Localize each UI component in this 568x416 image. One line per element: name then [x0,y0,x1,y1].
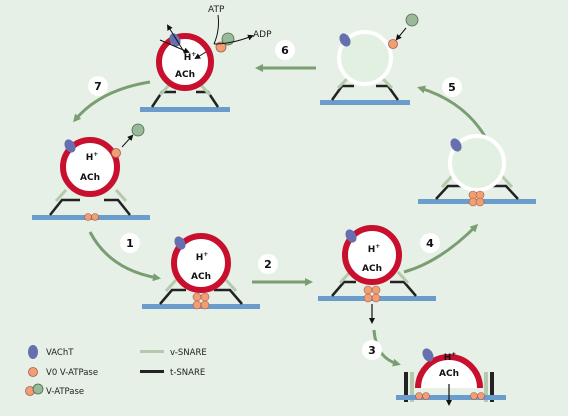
step-number-2: 2 [264,258,272,271]
adp-label: ADP [253,30,272,40]
step-badge-5: 5 [442,77,462,97]
legend-label-v0: V0 V-ATPase [46,368,98,378]
vatpase-v1-swatch [32,383,44,395]
v0-atpase [111,148,121,158]
legend-item-vsnare: v-SNARE [140,348,207,358]
t-snare-right [490,372,494,402]
proton-label: H+ [184,51,197,63]
vacht-transporter [339,33,351,47]
v-snare-right [484,372,488,402]
vsnare-swatch [140,350,164,353]
v0-atpase [388,39,398,49]
vesicle-membrane [156,33,214,91]
vesicle-empty-docked [418,134,536,207]
step-badge-6: 6 [275,40,295,60]
step-badges: 6 7 5 1 4 2 3 [88,40,462,360]
v0-cluster [468,190,485,207]
ach-label: ACh [175,70,195,80]
legend-label-vacht: VAChT [46,348,74,358]
step-badge-1: 1 [120,233,140,253]
step-number-7: 7 [94,80,102,93]
vesicle-primed: H+ ACh [318,225,436,324]
vesicle-refilling: H+ ACh ATP ADP [140,5,272,112]
proton-label: H+ [368,243,381,255]
step-badge-3: 3 [362,340,382,360]
step-number-5: 5 [448,81,456,94]
fusion-pore-membrane [415,354,483,389]
v0-cluster [84,213,99,221]
vesicle-membrane [448,134,506,192]
vesicle-fusing: H+ ACh [396,348,506,406]
vesicle-docked: H+ ACh [142,233,260,310]
transport-arrows [159,14,254,60]
vacht-transporter [64,139,76,153]
vesicle-membrane [337,30,393,86]
legend: VAChT V0 V-ATPase V-ATPase v-SNARE t-SNA… [25,345,207,397]
legend-item-tsnare: t-SNARE [140,368,205,378]
atp-label: ATP [208,5,225,15]
step-badge-7: 7 [88,76,108,96]
arrow-step-1 [88,231,161,282]
vacht-transporter [450,138,462,152]
v0-atpase [215,41,227,53]
proton-label: H+ [196,251,209,263]
step-number-4: 4 [426,237,434,250]
vacht-swatch [28,345,38,359]
v1-atpase [131,123,145,137]
vacht-transporter [345,229,357,243]
vacht-transporter [422,348,434,362]
step-badge-4: 4 [420,233,440,253]
ach-label: ACh [439,369,459,379]
plasma-membrane [320,100,410,105]
step-number-1: 1 [126,237,134,250]
legend-item-v0: V0 V-ATPase [28,367,98,378]
v1-atpase [405,13,419,27]
vacht-transporter [169,33,181,47]
plasma-membrane [396,395,506,400]
legend-label-vatpase: V-ATPase [46,387,84,397]
v0-cluster [415,392,485,400]
step-badge-2: 2 [258,254,278,274]
step-number-3: 3 [368,344,376,357]
vesicle-filled-left: H+ ACh [32,123,150,221]
v0-cluster [192,292,210,310]
v0-cluster [363,285,381,303]
vesicle-membrane [171,233,231,293]
tsnare-swatch [140,370,164,373]
step-number-6: 6 [281,44,289,57]
ach-label: ACh [191,272,211,282]
v-snare-pair [158,82,212,97]
legend-label-vsnare: v-SNARE [170,348,207,358]
arrow-step-7 [73,80,151,123]
proton-label: H+ [86,151,99,163]
dissociation-arrow [121,134,134,148]
ach-label: ACh [80,173,100,183]
ach-label: ACh [362,264,382,274]
vacht-transporter [174,236,186,250]
t-snare-left [404,372,408,402]
arrow-step-4 [403,223,479,274]
proton-label: H+ [444,351,457,363]
legend-item-vacht: VAChT [28,345,74,359]
legend-label-tsnare: t-SNARE [170,368,205,378]
vesicle-empty-top [320,13,419,105]
v-snare-left [410,372,414,402]
dissociation-arrow [395,27,407,41]
legend-item-vatpase: V-ATPase [25,383,84,397]
vesicle-membrane [60,137,120,197]
plasma-membrane [140,107,230,112]
vesicle-membrane [342,225,402,285]
v0-swatch [28,367,38,377]
